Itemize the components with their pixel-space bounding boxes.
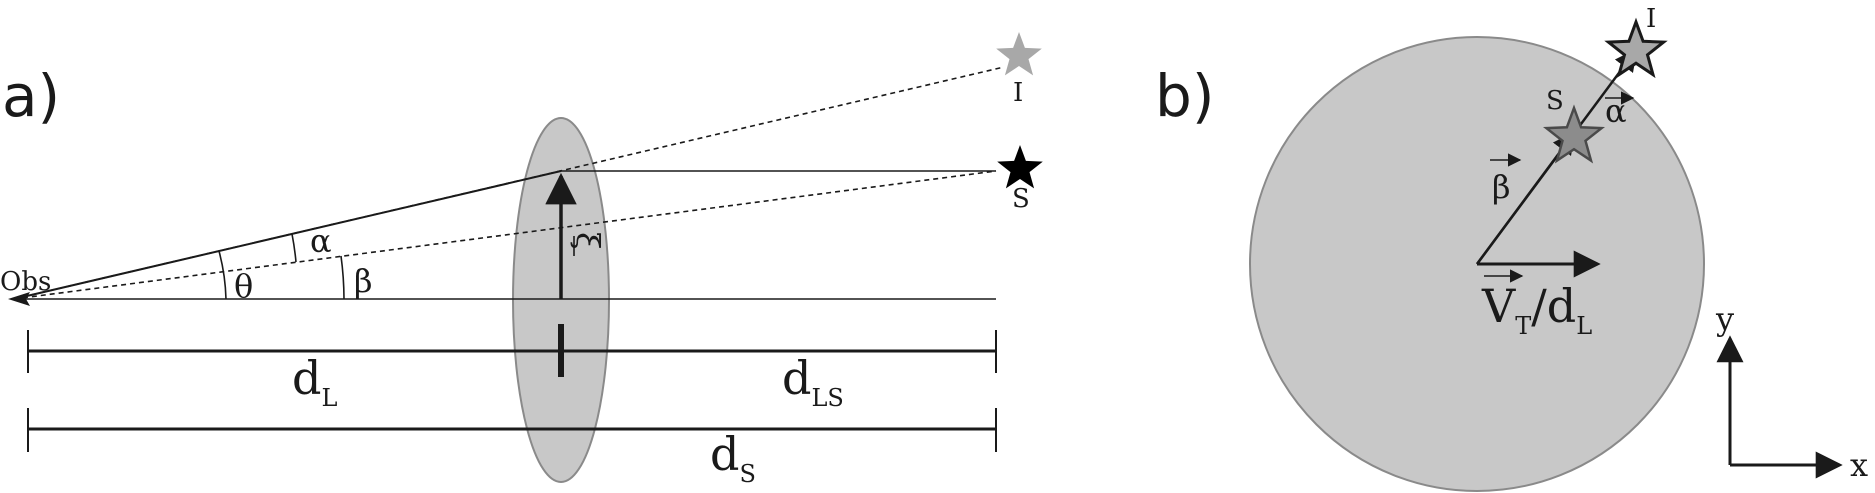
x-axis-label: x [1850,446,1868,484]
panel-a-label: a) [2,62,60,130]
ds-label: dS [710,427,756,488]
alpha-label: α [310,222,332,260]
observer-arrow [8,292,30,306]
theta-arc [218,250,227,300]
observer-label: Obs [0,267,51,297]
panel-b-label: b) [1155,62,1214,130]
source-star-label: S [1012,184,1030,214]
image-star-icon [996,32,1042,76]
source-star-label-b: S [1546,86,1564,116]
beta-vector-label: β [1492,168,1511,206]
source-star-icon [997,145,1043,189]
velocity-label: VT/dL [1481,279,1592,340]
alpha-arc [291,233,297,263]
image-star-label-b: I [1646,4,1656,34]
xi-label: ξ [569,232,607,250]
lens-ellipse [512,117,610,483]
beta-label: β [354,262,373,300]
y-axis-label: y [1715,300,1734,338]
dl-label: dL [292,351,337,412]
image-star-label: I [1013,78,1023,108]
image-star-icon-b [1604,17,1668,79]
apparent-image-line [13,66,1005,300]
true-source-line [13,170,997,300]
panel-a: a) Obs θ β α ξ dL [0,32,1043,488]
dls-label: dLS [782,351,844,412]
theta-label: θ [234,267,253,305]
beta-arc [340,255,345,300]
panel-b: b) S I β α VT/dL x y [1155,4,1868,492]
source-star-icon-b [1542,104,1606,164]
